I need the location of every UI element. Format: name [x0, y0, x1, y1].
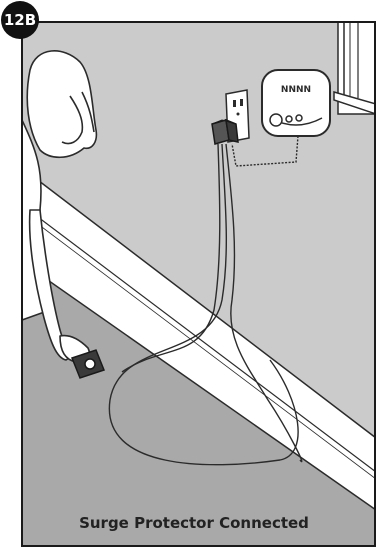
step-badge: 12B	[1, 1, 39, 39]
step-number: 12B	[4, 11, 36, 29]
power-adapter	[212, 120, 238, 144]
device-brand-mark: NNNN	[281, 85, 311, 95]
caption: Surge Protector Connected	[79, 514, 309, 532]
window	[334, 22, 376, 114]
alarm-device: NNNN	[262, 70, 330, 136]
